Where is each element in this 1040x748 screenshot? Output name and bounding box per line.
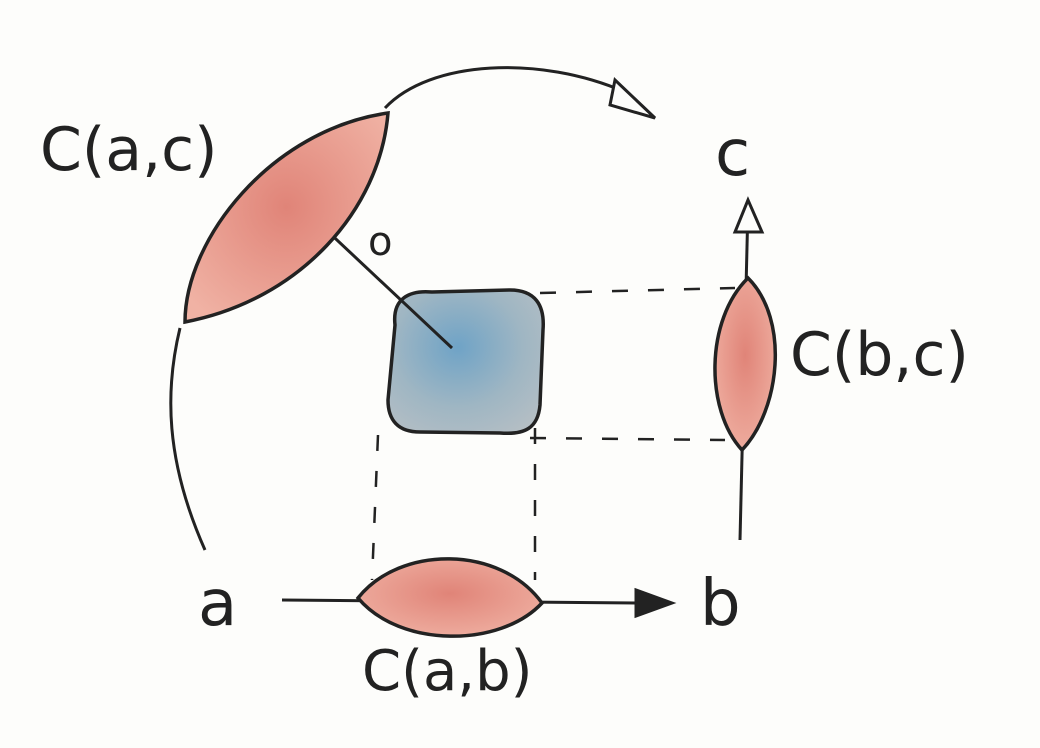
lens-cab	[355, 557, 545, 638]
label-c: c	[715, 117, 750, 191]
arrowhead-a-to-b	[634, 587, 677, 619]
label-cab: C(a,b)	[362, 639, 532, 704]
label-a: a	[198, 567, 237, 641]
dashed-line-top	[539, 286, 736, 295]
lens-cac	[183, 110, 390, 325]
arc-cac-to-c	[383, 66, 626, 110]
dashed-line-left	[370, 434, 380, 581]
dashed-line-middle	[529, 436, 726, 442]
lens-cbc	[713, 275, 778, 453]
label-cbc: C(b,c)	[790, 320, 969, 390]
arrowhead-cac-to-c	[608, 77, 657, 120]
label-b: b	[700, 567, 741, 641]
arc-a-to-cac	[169, 327, 207, 551]
label-cac: C(a,c)	[40, 115, 218, 185]
arrowhead-b-to-c	[732, 196, 765, 234]
label-o: o	[368, 219, 392, 265]
projection-dashed-lines	[370, 286, 736, 581]
